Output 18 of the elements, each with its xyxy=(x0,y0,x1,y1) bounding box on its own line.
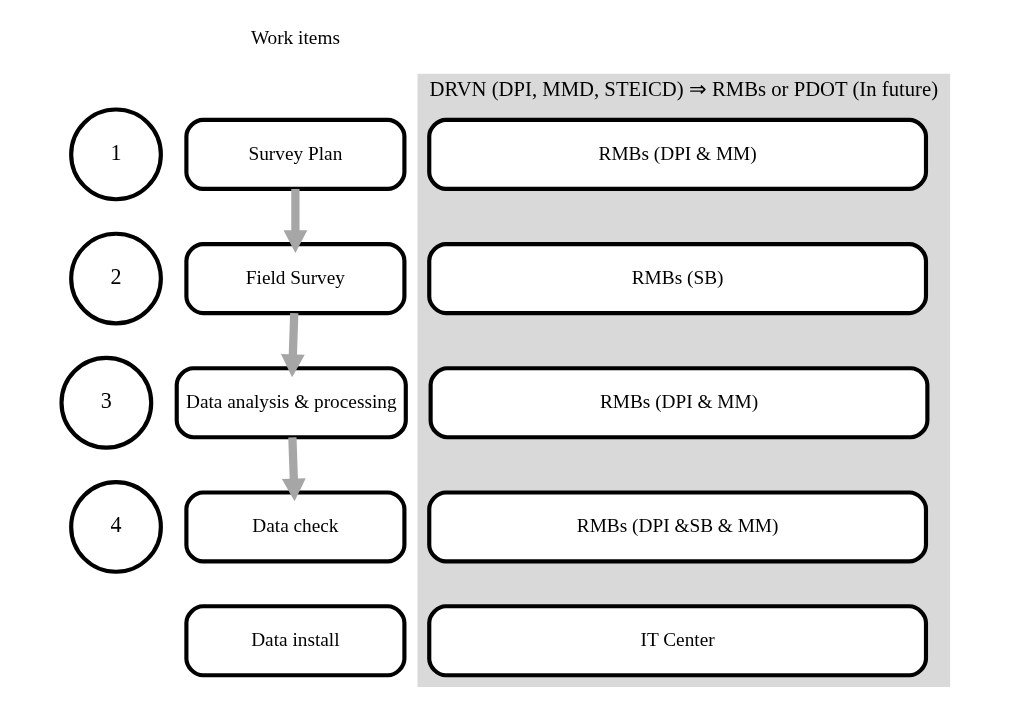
node-circle: 3 xyxy=(59,355,154,450)
node-box: Field Survey xyxy=(184,242,407,316)
node-box: IT Center xyxy=(427,604,929,678)
node-box: Data analysis & processing xyxy=(174,366,408,440)
node-box: Data check xyxy=(184,490,407,564)
node-box: Survey Plan xyxy=(184,117,407,191)
arrow xyxy=(283,188,308,253)
node-box: RMBs (DPI &SB & MM) xyxy=(427,490,929,564)
arrow xyxy=(280,313,305,378)
node-box: Data install xyxy=(184,604,407,678)
node-circle: 1 xyxy=(69,107,163,202)
node-circle: 4 xyxy=(69,480,163,574)
node-box: RMBs (DPI & MM) xyxy=(428,366,930,440)
label: Work items xyxy=(250,26,340,48)
arrow xyxy=(281,437,306,502)
node-box: RMBs (DPI & MM) xyxy=(427,117,929,191)
node-circle: 2 xyxy=(69,231,163,326)
node-box: RMBs (SB) xyxy=(427,242,929,316)
